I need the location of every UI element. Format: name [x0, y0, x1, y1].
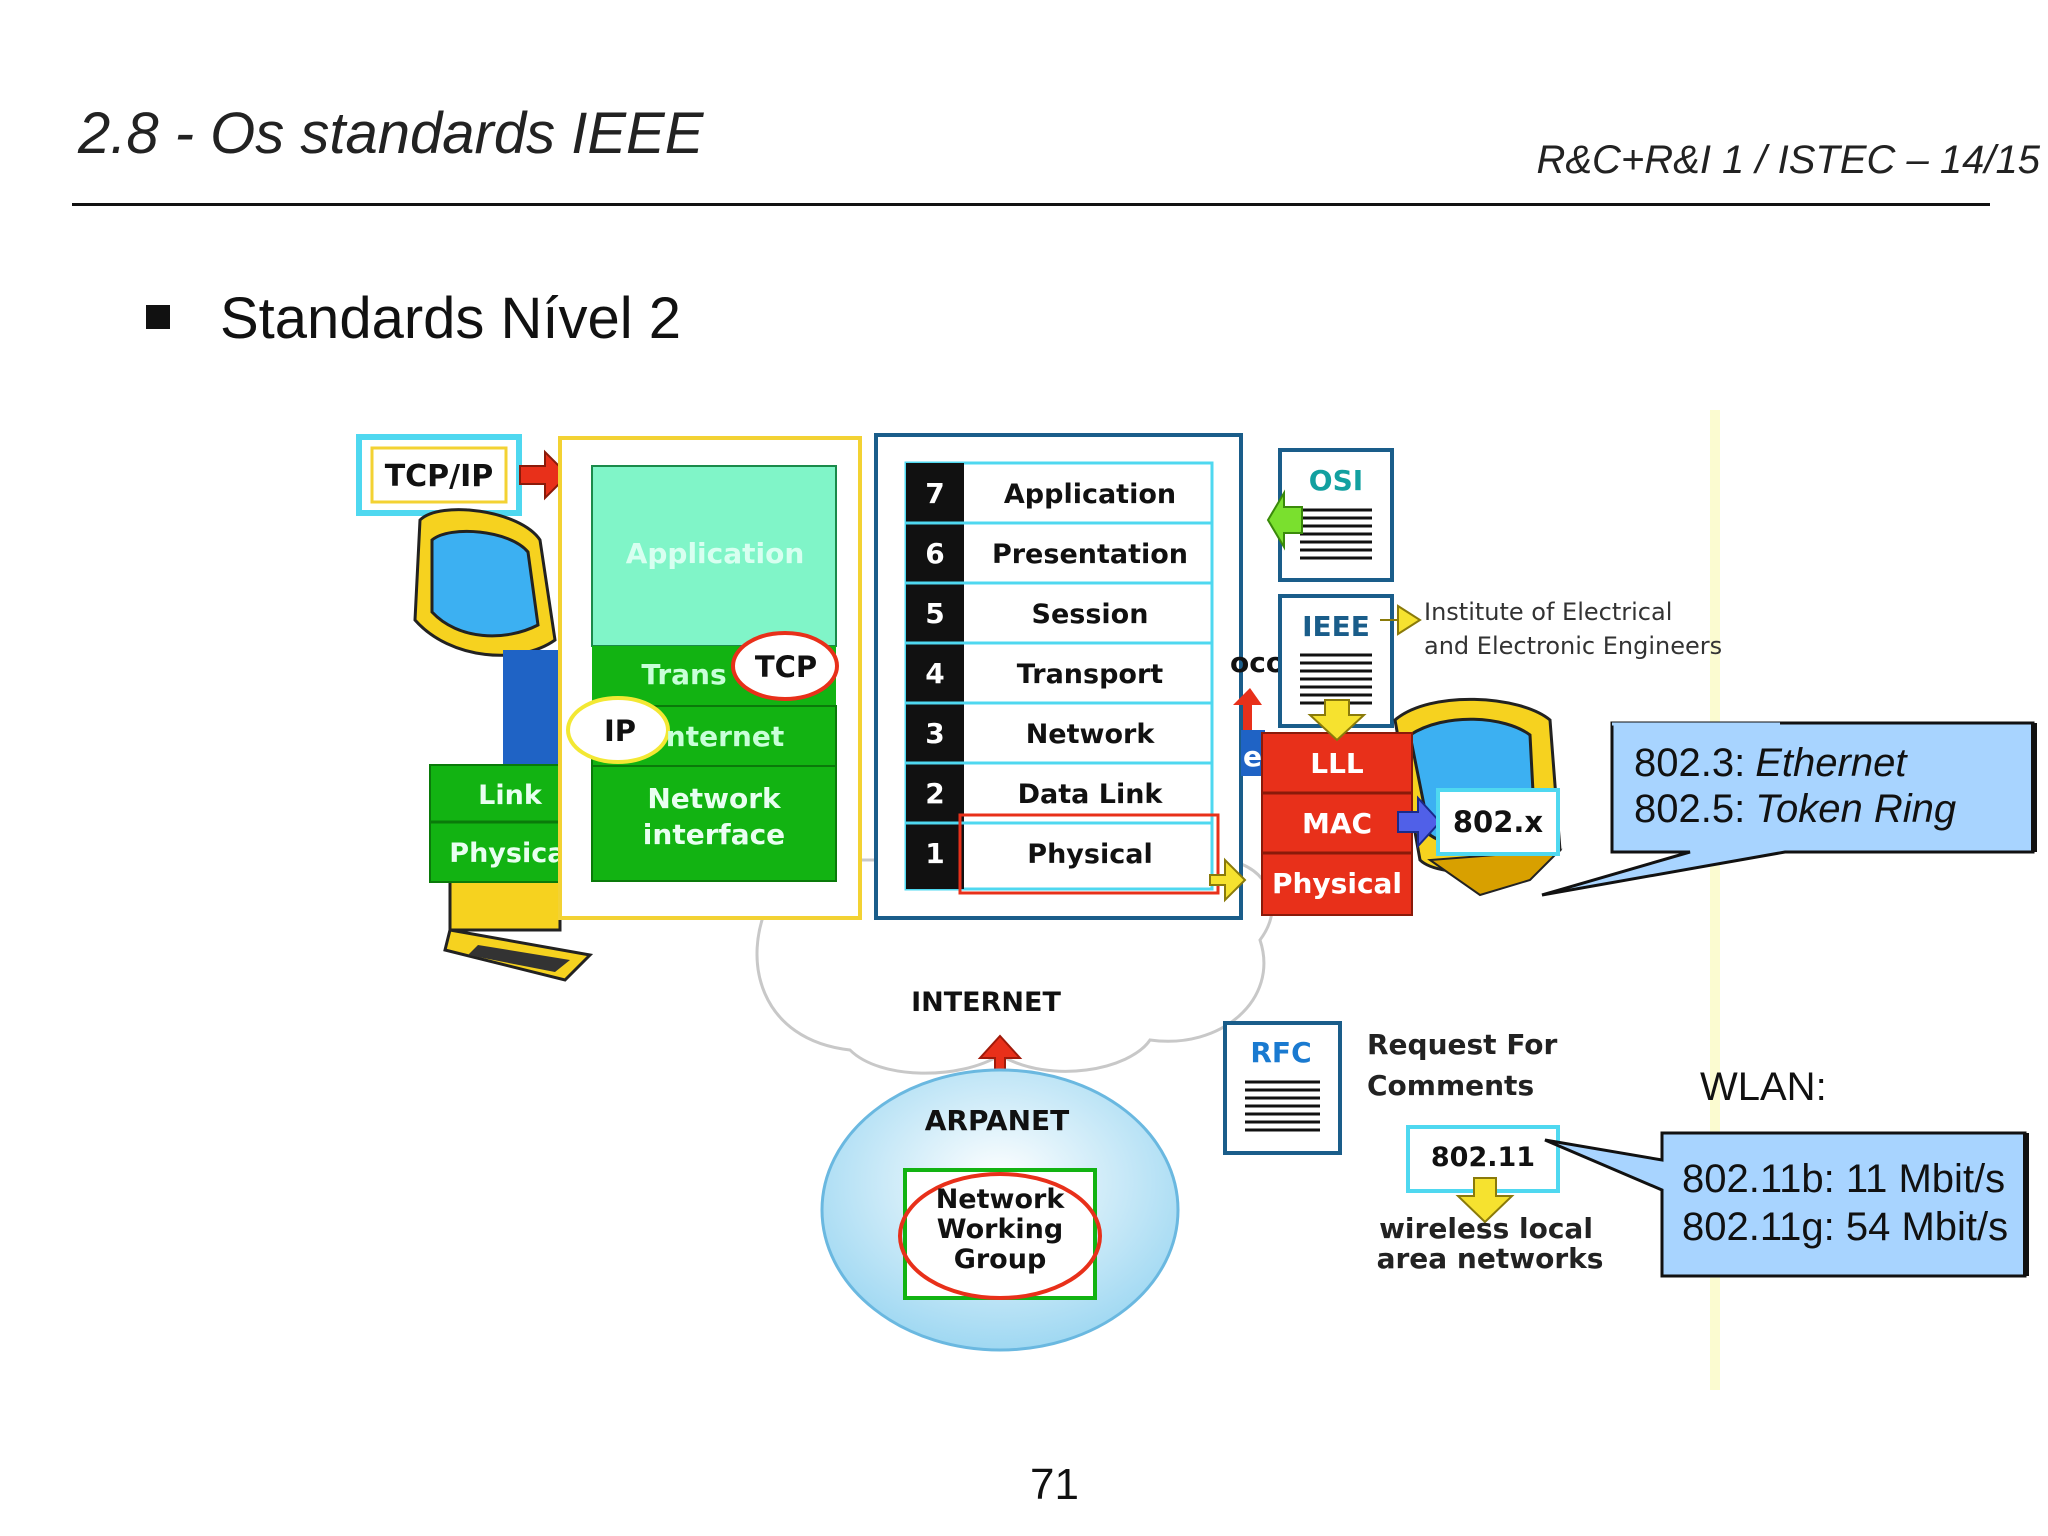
course-label: R&C+R&I 1 / ISTEC – 14/15 [1536, 138, 2040, 182]
wlan-callout [1544, 1131, 2029, 1278]
wlan-desc-line-2: area networks [1377, 1242, 1604, 1275]
osi-layer-rows: 7 Application 6 Presentation 5 Session 4 Transp… [925, 477, 1188, 870]
osi-layer-number: 3 [925, 717, 944, 750]
osi-layer-name: Network [1026, 719, 1156, 750]
osi-layer-number: 7 [925, 477, 944, 510]
rfc-document [1223, 1021, 1342, 1155]
arrow-right-icon [519, 449, 570, 501]
network-interface-line-1: Network [647, 782, 782, 815]
osi-layer-number: 4 [925, 657, 944, 690]
partial-e-text: e [1243, 740, 1262, 773]
wlan-standard-label: 802.11 [1431, 1142, 1535, 1173]
arpanet-bubble [820, 1068, 1180, 1352]
ieee-8021x-label: 802.x [1453, 805, 1544, 839]
osi-layer-name: Transport [1017, 659, 1163, 690]
network-interface-line-2: interface [643, 818, 785, 851]
partial-arrow-icon [1233, 688, 1262, 730]
ip-label: IP [604, 714, 636, 748]
ieee-full-line-1: Institute of Electrical [1424, 598, 1672, 626]
nwg-line-3: Group [954, 1244, 1047, 1275]
partial-protocol-text: oco [1230, 646, 1285, 679]
osi-layer-name: Data Link [1018, 779, 1164, 810]
tcpip-transport-label: Trans [641, 658, 726, 691]
tcpip-application-label: Application [626, 537, 805, 570]
tcp-label: TCP [755, 650, 817, 684]
title-divider [72, 203, 1990, 206]
osi-doc-label: OSI [1309, 464, 1363, 497]
ieee-full-line-2: and Electronic Engineers [1424, 632, 1722, 660]
bullet-square-icon [146, 305, 170, 329]
arpanet-label: ARPANET [925, 1104, 1070, 1137]
physical-layer-label: Physical [449, 838, 574, 869]
rfc-full-line-2: Comments [1367, 1069, 1534, 1102]
arrow-right-yellow-icon [1380, 604, 1422, 636]
arrow-right-blue-icon [1397, 795, 1442, 849]
wlan-label: WLAN: [1700, 1065, 1827, 1109]
arrow-right-yellow-icon-2 [1209, 857, 1247, 903]
osi-layer-number: 1 [925, 837, 944, 870]
rfc-doc-label: RFC [1250, 1036, 1311, 1069]
token-ring-name: Token Ring [1755, 787, 1956, 831]
arrow-down-yellow-icon-2 [1455, 1177, 1515, 1224]
osi-layer-number: 2 [925, 777, 944, 810]
arrow-down-yellow-icon [1307, 699, 1367, 742]
arrow-left-icon [1266, 489, 1303, 551]
tcpip-label: TCP/IP [385, 459, 494, 494]
nwg-line-2: Working [937, 1214, 1063, 1245]
page-number: 71 [1030, 1460, 1079, 1509]
link-layer-label: Link [478, 780, 543, 811]
section-heading: Standards Nível 2 [220, 286, 682, 351]
osi-layer-name: Session [1032, 599, 1149, 630]
osi-layer-number: 5 [925, 597, 944, 630]
token-ring-code: 802.5: [1634, 787, 1745, 831]
internet-label: INTERNET [911, 987, 1061, 1018]
osi-layer-name: Application [1004, 479, 1176, 510]
ethernet-name: Ethernet [1755, 741, 1908, 785]
mac-label: MAC [1302, 807, 1372, 840]
ieee-doc-label: IEEE [1302, 610, 1370, 643]
lll-label: LLL [1310, 747, 1364, 780]
ieee-physical-label: Physical [1272, 867, 1402, 900]
ethernet-code: 802.3: [1634, 741, 1745, 785]
osi-layer-number: 6 [925, 537, 944, 570]
rfc-full-line-1: Request For [1367, 1028, 1558, 1061]
ethernet-callout-line-2: 802.5:Token Ring [1634, 787, 1956, 831]
osi-layer-name: Presentation [992, 539, 1188, 570]
wlan-desc-line-1: wireless local [1379, 1212, 1593, 1245]
slide-title: 2.8 - Os standards IEEE [78, 101, 704, 166]
ieee-8021x-box [1436, 788, 1560, 856]
background-band [1710, 410, 1720, 1390]
wlan-g-text: 802.11g: 54 Mbit/s [1682, 1205, 2008, 1249]
tcpip-internet-label: nternet [666, 720, 784, 753]
wlan-b-text: 802.11b: 11 Mbit/s [1682, 1157, 2005, 1201]
ethernet-callout-line-1: 802.3:Ethernet [1634, 741, 1908, 785]
ethernet-callout [1541, 721, 2037, 897]
osi-layer-name: Physical [1027, 839, 1152, 870]
osi-model [874, 433, 1243, 920]
nwg-line-1: Network [936, 1184, 1066, 1215]
ieee-stack [1261, 732, 1413, 916]
tcpip-stack [558, 436, 862, 920]
